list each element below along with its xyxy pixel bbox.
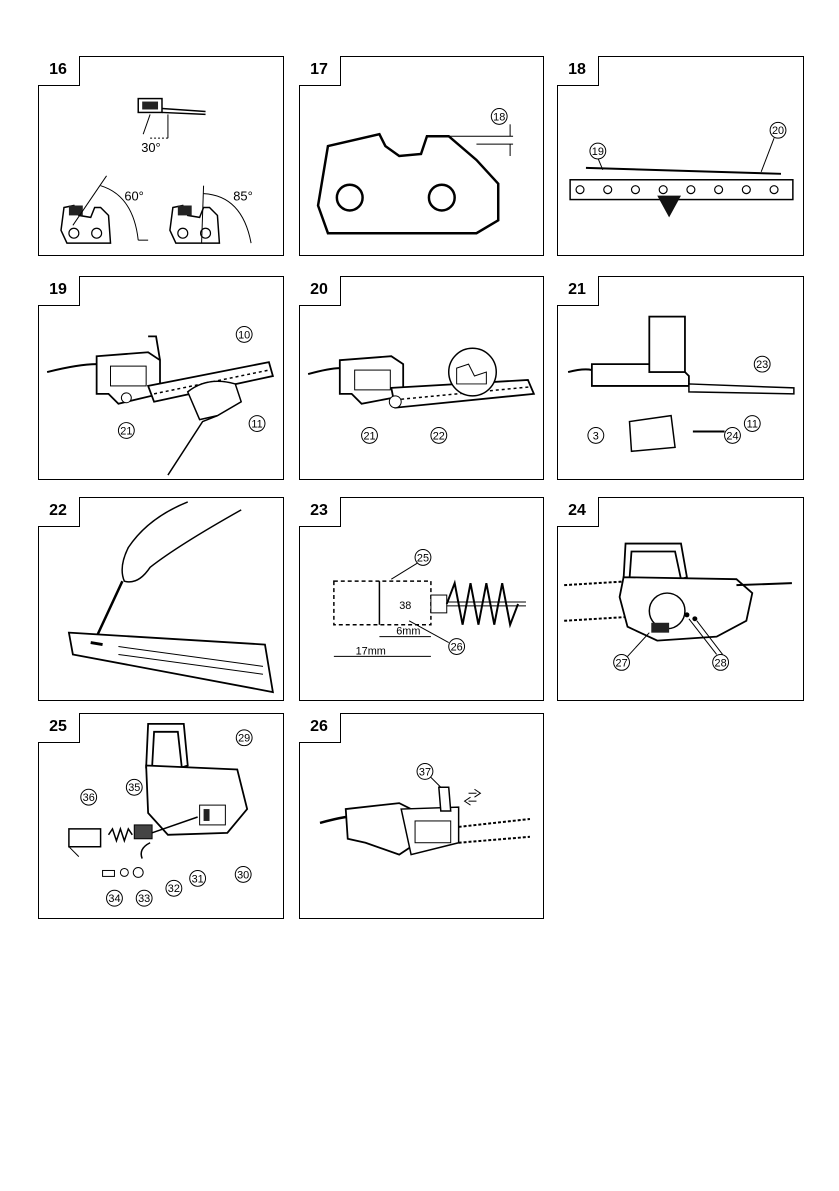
callout-label: 19 [592,146,604,158]
figure-16: 16 30° 60° 85° [38,56,284,256]
callout-label: 23 [756,359,768,371]
callout-label: 33 [138,893,150,905]
callout-label: 35 [128,782,140,794]
dimension-label: 17mm [356,645,386,657]
callout-label: 22 [433,430,445,442]
angle-label: 85° [233,189,252,204]
figure-20-drawing: 21 22 [300,277,543,479]
callout-label: 29 [238,733,250,745]
figure-20: 20 21 22 [299,276,544,480]
callout-label: 31 [192,873,204,885]
callout-label: 3 [593,430,599,442]
callout-label: 24 [726,430,738,442]
callout-label: 37 [419,766,431,778]
figure-22: 22 [38,497,284,701]
callout-label: 21 [120,425,132,437]
figure-17-drawing: 18 [300,57,543,255]
angle-label: 30° [141,140,160,155]
dimension-label: 6mm [396,626,420,638]
callout-label: 25 [417,552,429,564]
figure-25: 25 29 36 35 31 30 32 34 33 [38,713,284,919]
figure-26: 26 37 [299,713,544,919]
figure-19: 19 10 21 11 [38,276,284,480]
figure-22-drawing [39,498,283,700]
figure-17: 17 18 [299,56,544,256]
figure-19-drawing: 10 21 11 [39,277,283,479]
figure-24-drawing: 27 28 [558,498,803,700]
figure-23: 23 38 25 6mm 26 17mm [299,497,544,701]
callout-label: 36 [83,792,95,804]
figure-18: 18 19 20 [557,56,804,256]
callout-label: 38 [399,600,411,612]
callout-label: 11 [251,419,262,431]
figure-25-drawing: 29 36 35 31 30 32 34 33 [39,714,283,918]
callout-label: 26 [451,641,463,653]
figure-18-drawing: 19 20 [558,57,803,255]
callout-label: 30 [237,869,249,881]
callout-label: 34 [108,893,120,905]
callout-label: 27 [616,657,628,669]
figure-24: 24 27 28 [557,497,804,701]
figure-21-drawing: 23 3 24 11 [558,277,803,479]
figure-26-drawing: 37 [300,714,543,918]
angle-label: 60° [124,189,143,204]
callout-label: 18 [493,111,505,123]
callout-label: 11 [747,419,758,431]
figure-23-drawing: 38 25 6mm 26 17mm [300,498,543,700]
callout-label: 20 [772,125,784,137]
callout-label: 21 [363,430,375,442]
figure-21: 21 23 3 24 11 [557,276,804,480]
callout-label: 28 [715,657,727,669]
callout-label: 32 [168,883,180,895]
callout-label: 10 [238,329,250,341]
figure-16-drawing: 30° 60° 85° [39,57,283,255]
